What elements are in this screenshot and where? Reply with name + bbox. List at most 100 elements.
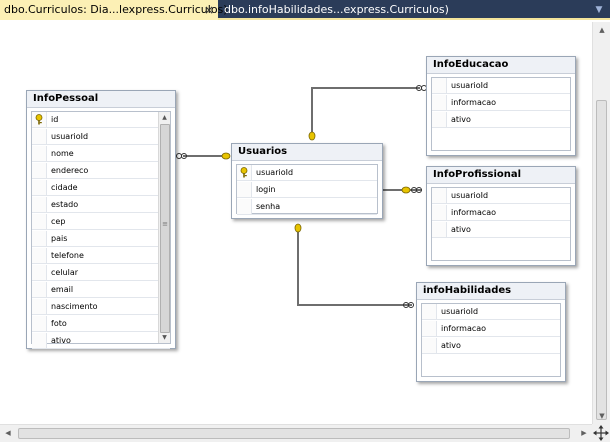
scroll-left-icon[interactable]: ◀ <box>5 429 11 437</box>
relationship-usuarios-infohabilidades[interactable] <box>294 223 414 308</box>
key-end-icon <box>221 152 231 160</box>
column-row[interactable]: foto <box>32 316 170 332</box>
tab-label: dbo.Curriculos: Dia...lexpress.Curriculo… <box>4 3 228 16</box>
column-name: usuarioId <box>451 81 489 90</box>
tab-infohabilidades[interactable]: dbo.infoHabilidades...express.Curriculos… <box>220 0 449 20</box>
column-row[interactable]: login <box>237 182 377 198</box>
tab-label: dbo.infoHabilidades...express.Curriculos… <box>224 3 449 16</box>
scroll-thumb[interactable]: ≡ <box>160 124 170 333</box>
column-row[interactable]: cidade <box>32 180 170 196</box>
table-infoeducacao[interactable]: InfoEducacao usuarioId informacao ativo <box>426 56 576 156</box>
key-end-icon <box>308 131 316 141</box>
column-name: nascimento <box>51 302 98 311</box>
table-title: infoHabilidades <box>417 283 565 300</box>
column-name: email <box>51 285 74 294</box>
scroll-up-icon[interactable]: ▲ <box>599 26 605 34</box>
close-icon[interactable]: × <box>203 3 214 17</box>
column-row[interactable]: senha <box>237 199 377 215</box>
key-icon <box>240 167 248 178</box>
column-row[interactable]: id <box>32 112 170 128</box>
table-title: InfoProfissional <box>427 167 575 184</box>
column-row[interactable]: celular <box>32 265 170 281</box>
column-row[interactable]: ativo <box>432 222 570 238</box>
column-name: usuarioId <box>441 307 479 316</box>
pan-navigator-button[interactable] <box>592 424 610 442</box>
key-end-icon <box>294 223 302 233</box>
column-name: ativo <box>51 336 71 345</box>
infinity-icon <box>411 187 422 193</box>
column-name: usuarioId <box>256 168 294 177</box>
column-name: endereco <box>51 166 89 175</box>
column-name: telefone <box>51 251 84 260</box>
column-name: informacao <box>441 324 487 333</box>
column-list: usuarioId informacao ativo <box>421 303 561 377</box>
column-list: usuarioId informacao ativo <box>431 77 571 151</box>
table-infoprofissional[interactable]: InfoProfissional usuarioId informacao at… <box>426 166 576 266</box>
column-row[interactable]: informacao <box>432 205 570 221</box>
column-row[interactable]: informacao <box>432 95 570 111</box>
relationship-usuarios-infopessoal[interactable] <box>176 152 231 160</box>
column-row[interactable]: ativo <box>422 338 560 354</box>
column-row[interactable]: nascimento <box>32 299 170 315</box>
relationship-usuarios-infoeducacao[interactable] <box>308 85 427 141</box>
column-name: login <box>256 185 276 194</box>
column-name: usuarioId <box>51 132 89 141</box>
pan-icon <box>593 425 609 441</box>
column-row[interactable]: usuarioId <box>422 304 560 320</box>
infinity-icon <box>176 153 187 159</box>
column-list: usuarioId login senha <box>236 164 378 215</box>
key-end-icon <box>401 186 411 194</box>
column-name: ativo <box>441 341 461 350</box>
column-row[interactable]: telefone <box>32 248 170 264</box>
column-name: ativo <box>451 115 471 124</box>
column-name: informacao <box>451 208 497 217</box>
column-row[interactable]: nome <box>32 146 170 162</box>
table-infohabilidades[interactable]: infoHabilidades usuarioId informacao ati… <box>416 282 566 382</box>
table-title: InfoEducacao <box>427 57 575 74</box>
column-list: usuarioId informacao ativo <box>431 187 571 261</box>
column-row[interactable]: endereco <box>32 163 170 179</box>
column-row[interactable]: usuarioId <box>32 129 170 145</box>
column-name: informacao <box>451 98 497 107</box>
column-row[interactable]: ativo <box>432 112 570 128</box>
scroll-right-icon[interactable]: ▶ <box>581 429 587 437</box>
column-name: id <box>51 115 59 124</box>
column-name: ativo <box>451 225 471 234</box>
column-row[interactable]: usuarioId <box>432 78 570 94</box>
column-row[interactable]: usuarioId <box>237 165 377 181</box>
table-infopessoal[interactable]: InfoPessoal id usuarioId <box>26 90 176 349</box>
column-row[interactable]: informacao <box>422 321 560 337</box>
scroll-down-icon[interactable]: ▼ <box>599 412 605 420</box>
diagram-canvas[interactable]: InfoPessoal id usuarioId <box>0 22 592 424</box>
column-row[interactable]: cep <box>32 214 170 230</box>
vertical-scrollbar[interactable]: ▲ ▼ <box>592 22 610 424</box>
tab-dropdown-icon[interactable]: ▼ <box>595 5 603 15</box>
table-scrollbar[interactable]: ▲ ≡ ▼ <box>158 112 170 343</box>
relationship-usuarios-infoprofissional[interactable] <box>383 186 422 194</box>
column-list: id usuarioId nome endereco cidade <box>31 111 171 349</box>
column-name: nome <box>51 149 74 158</box>
horizontal-scrollbar[interactable]: ◀ ▶ <box>0 424 592 442</box>
table-title: InfoPessoal <box>27 91 175 108</box>
column-row[interactable]: email <box>32 282 170 298</box>
scroll-thumb[interactable] <box>18 428 570 439</box>
key-icon <box>35 114 43 125</box>
infinity-icon <box>403 302 414 308</box>
scroll-thumb[interactable] <box>596 100 607 420</box>
column-name: estado <box>51 200 79 209</box>
scroll-up-icon[interactable]: ▲ <box>162 114 167 121</box>
table-usuarios[interactable]: Usuarios usuarioId login <box>231 143 383 219</box>
column-row[interactable]: estado <box>32 197 170 213</box>
column-row[interactable]: ativo <box>32 333 170 349</box>
column-name: senha <box>256 202 281 211</box>
column-row[interactable]: usuarioId <box>432 188 570 204</box>
column-row[interactable]: pais <box>32 231 170 247</box>
column-name: cep <box>51 217 66 226</box>
column-name: pais <box>51 234 68 243</box>
column-name: cidade <box>51 183 78 192</box>
column-name: celular <box>51 268 79 277</box>
document-tab-strip: dbo.Curriculos: Dia...lexpress.Curriculo… <box>0 0 610 20</box>
scroll-down-icon[interactable]: ▼ <box>162 334 167 341</box>
tab-curriculos-diagram[interactable]: dbo.Curriculos: Dia...lexpress.Curriculo… <box>0 0 228 20</box>
